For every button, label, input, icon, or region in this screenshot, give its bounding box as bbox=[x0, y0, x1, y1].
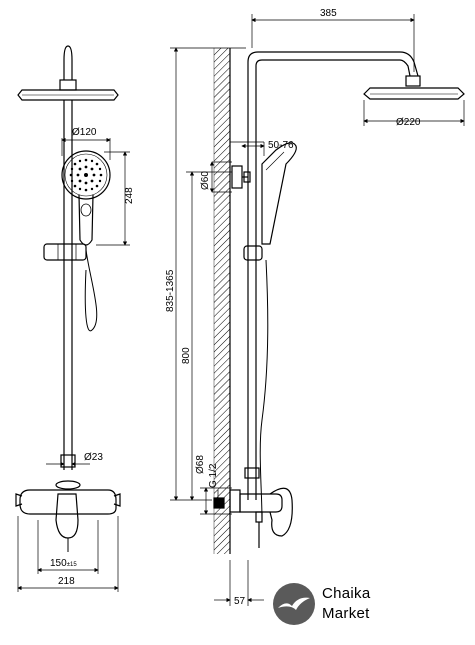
front-view bbox=[17, 45, 119, 470]
dim-center-distance: 150±15 bbox=[50, 558, 77, 569]
side-hand-shower bbox=[261, 142, 297, 245]
mixer-cap bbox=[55, 480, 81, 490]
nozzles bbox=[69, 158, 103, 192]
side-dimensions bbox=[170, 14, 465, 606]
dim-head-diameter: Ø220 bbox=[396, 117, 421, 128]
dim-holder-range: 50-76 bbox=[268, 140, 294, 151]
front-mixer bbox=[15, 480, 121, 552]
dim-height: 800 bbox=[181, 347, 192, 364]
top-pipe-stub bbox=[63, 45, 73, 61]
wall-bracket bbox=[231, 165, 243, 189]
head-nut bbox=[59, 79, 77, 91]
dim-hand-shower-diameter: Ø120 bbox=[72, 127, 97, 138]
side-head bbox=[363, 87, 465, 100]
dim-thread: G 1/2 bbox=[208, 463, 219, 488]
side-slider bbox=[243, 245, 263, 261]
sliding-holder bbox=[43, 243, 87, 261]
wall bbox=[213, 48, 231, 554]
side-riser-inner bbox=[255, 59, 411, 500]
side-mixer-body bbox=[239, 493, 283, 513]
dim-wall-offset: 57 bbox=[234, 596, 246, 607]
dim-holder-diameter: Ø60 bbox=[200, 171, 211, 190]
side-hose bbox=[259, 259, 269, 521]
seagull-icon bbox=[278, 597, 310, 610]
side-head-nut bbox=[405, 75, 421, 87]
dim-arm-length: 385 bbox=[320, 8, 337, 19]
pipe-joint bbox=[60, 454, 76, 468]
inlet-connector bbox=[213, 497, 225, 509]
mixer-lever bbox=[55, 493, 79, 539]
dim-hand-shower-height: 248 bbox=[124, 187, 135, 204]
logo-line2: Market bbox=[322, 605, 370, 622]
overhead-shower-head bbox=[17, 89, 119, 101]
side-riser-outer bbox=[247, 51, 419, 500]
logo-line1: Chaika bbox=[322, 585, 371, 602]
dim-mixer-width: 218 bbox=[58, 576, 75, 587]
side-escutcheon bbox=[229, 489, 241, 513]
hand-shower-face bbox=[61, 150, 111, 200]
side-view bbox=[213, 51, 465, 548]
front-dimensions bbox=[17, 137, 130, 592]
chaika-market-logo: Chaika Market bbox=[273, 583, 371, 625]
mixer-body bbox=[19, 489, 117, 515]
dim-pipe-diameter: Ø23 bbox=[84, 452, 103, 463]
dim-escutcheon-diameter: Ø68 bbox=[195, 455, 206, 474]
hand-shower-handle bbox=[78, 194, 94, 246]
dim-height-range: 835-1365 bbox=[165, 269, 176, 312]
shower-hose bbox=[84, 249, 98, 332]
side-mixer-lever bbox=[269, 487, 293, 537]
